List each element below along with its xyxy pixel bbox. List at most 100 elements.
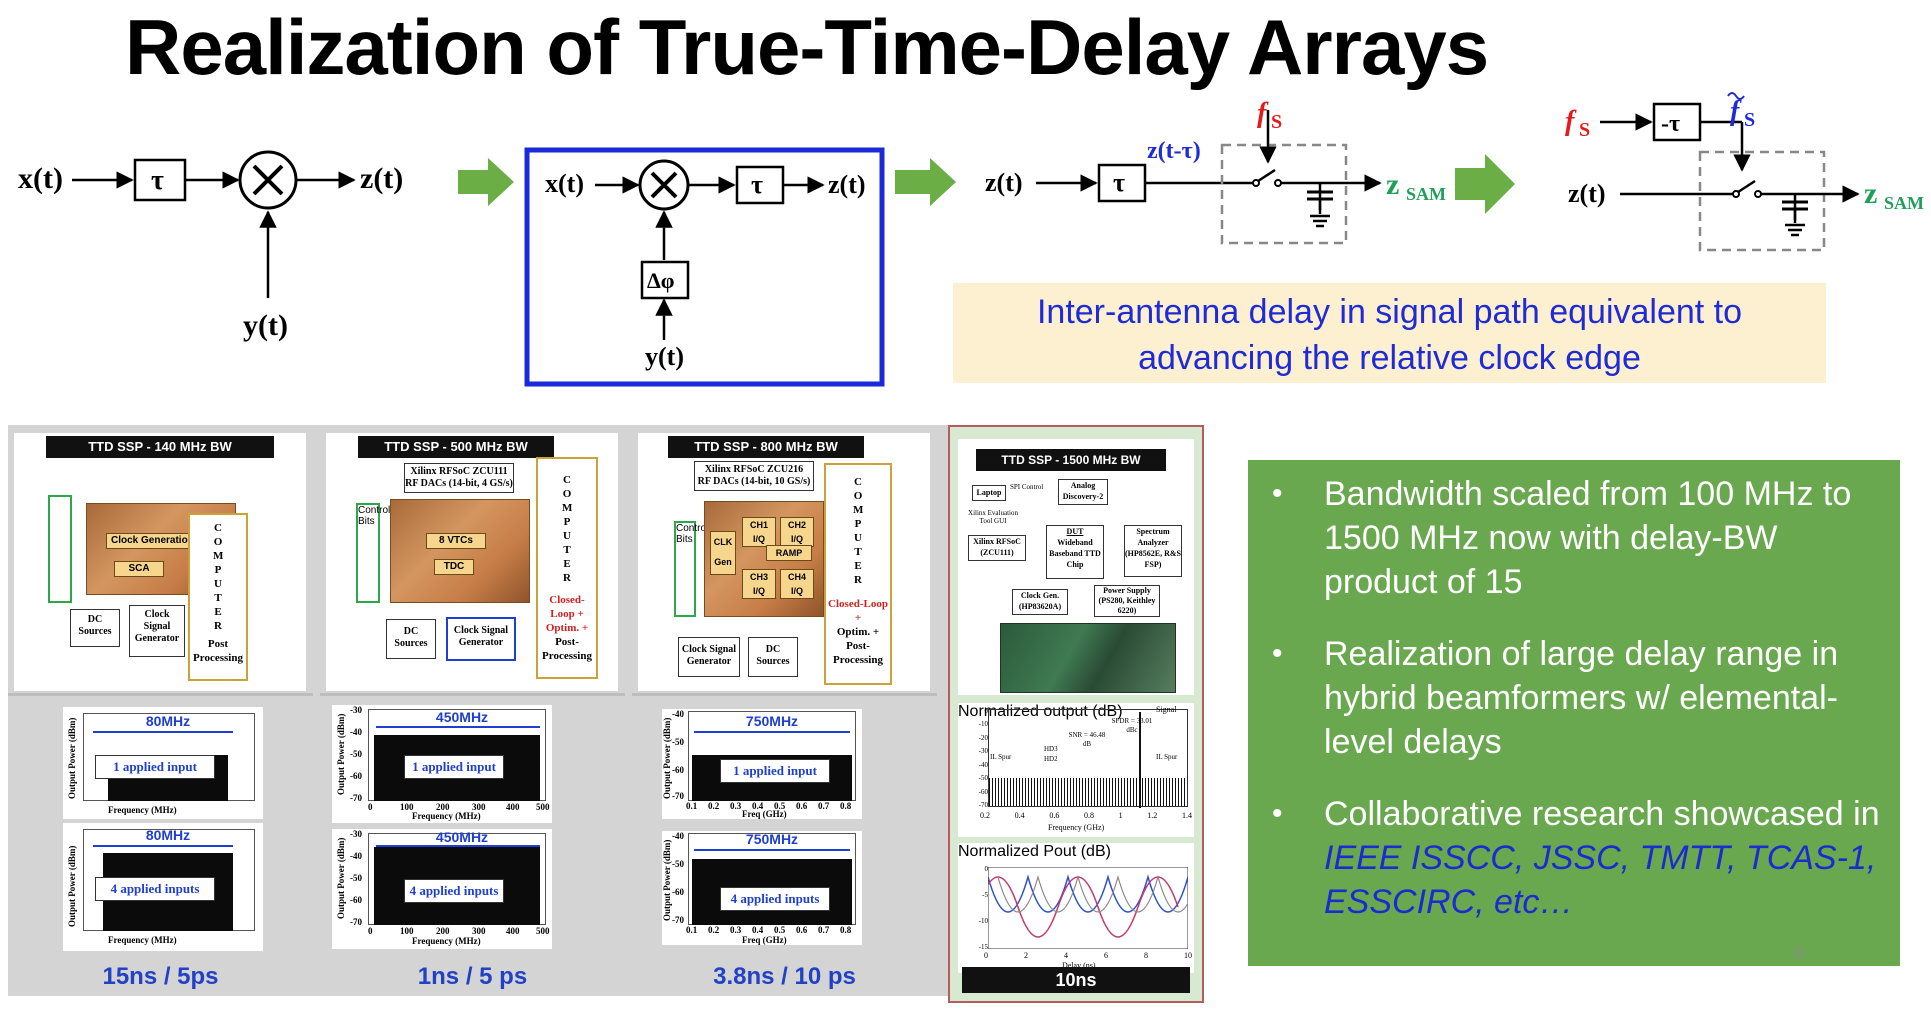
panel4-dut-sub: Wideband Baseband TTD Chip: [1049, 538, 1101, 569]
panel2-plot1-xtick-1: 100: [400, 802, 414, 812]
panel2-plot1-bw: 450MHz: [435, 709, 489, 725]
panel3-plot2-xtick-5: 0.6: [796, 925, 808, 935]
panel2-plot1-xtick-2: 200: [436, 802, 450, 812]
panel2-computer: COMPUTER Closed-Loop + Optim. + Post-Pro…: [536, 457, 598, 679]
panel3-plot2-xtick-3: 0.4: [752, 925, 764, 935]
panel1-caption: 15ns / 5ps: [102, 963, 219, 990]
panel2-fpga-sub: RF DACs (14-bit, 4 GS/s): [405, 478, 513, 489]
block4-clock-sub: S: [1579, 119, 1590, 141]
panel3-plot2-ylabel: Output Power (dBm): [662, 839, 672, 921]
panel4-power: Power Supply (PS280, Keithley 6220): [1094, 585, 1160, 617]
panel3-plot1-ylabel: Output Power (dBm): [662, 717, 672, 799]
panel4-spectrum-ytick-3: -30: [978, 747, 988, 756]
panel4-delay-xtick-1: 2: [1024, 951, 1028, 960]
panel3-plot2-ytick-3: -70: [672, 915, 684, 925]
block2-delay-box: [735, 165, 785, 205]
panel3-computer-red: Closed-Loop +: [828, 598, 888, 624]
panel1-plot1-label: 1 applied input: [95, 755, 215, 779]
block3-input-label: z(t): [985, 168, 1023, 197]
panel2-chip-label: 8 VTCs: [426, 533, 486, 549]
block1-input-label: x(t): [18, 162, 63, 195]
panel4-spectrum-ytick-4: -40: [978, 760, 988, 769]
panel1-setup: TTD SSP - 140 MHz BW Clock Generation Un…: [14, 433, 306, 691]
block4-adv-clock-label: f: [1730, 96, 1742, 127]
block2-phase-box: [640, 260, 690, 300]
panel4-annotation-snr: SNR = 46.48 dB: [1068, 731, 1106, 748]
panel4-spectrum-yticks: 0 -10 -20 -30 -40 -50 -60 -70: [972, 707, 988, 809]
bullet-bandwidth: Bandwidth scaled from 100 MHz to 1500 MH…: [1268, 472, 1886, 604]
panel4-delay-ytick-3: -15: [978, 943, 988, 951]
panel3-plot2-ytick-0: -40: [672, 831, 684, 841]
block4-sampler-frame: [1698, 150, 1826, 252]
block4-advance-label: -τ: [1661, 111, 1680, 137]
callout-line-2: advancing the relative clock edge: [1138, 339, 1641, 377]
bullet-publications-venues: IEEE ISSCC, JSSC, TMTT, TCAS-1, ESSCIRC,…: [1324, 839, 1877, 921]
panel3-fpga-sub: RF DACs (14-bit, 10 GS/s): [697, 476, 811, 487]
panel4-annotation-hd3: HD3: [1044, 745, 1058, 753]
panel4-spi: SPI Control: [1010, 483, 1044, 491]
panel3-block-ramp: RAMP: [766, 545, 812, 561]
panel4-annotation-il-spur-2: IL Spur: [1156, 753, 1178, 761]
panel2-plot1-label: 1 applied input: [404, 755, 504, 779]
block-2-mix-then-delay: x(t) τ z(t) Δφ y(t): [524, 147, 885, 387]
panel2-header: TTD SSP - 500 MHz BW: [358, 436, 554, 458]
panel3-plot1-xtick-7: 0.8: [840, 801, 852, 811]
block-3-delay-then-sample: z(t) τ z(t-τ) f S z SAM: [985, 98, 1446, 245]
block4-advance-box: [1652, 102, 1702, 142]
panel2-plot1-xtick-4: 400: [506, 802, 520, 812]
panel3-block-ch1: CH1 I/Q: [742, 517, 776, 547]
bullet-publications-text: Collaborative research showcased in: [1324, 795, 1880, 833]
panel2-plot2-xtick-4: 400: [506, 926, 520, 936]
panel4-header: TTD SSP - 1500 MHz BW: [976, 449, 1166, 471]
panel2-plot2-xtick-5: 500: [536, 926, 550, 936]
panel4-spectrum-xtick-2: 0.6: [1049, 811, 1060, 820]
panel2-plot2-xtick-3: 300: [472, 926, 486, 936]
panel4-laptop: Laptop: [972, 485, 1006, 501]
panel3-plot2-xlabel: Freq (GHz): [742, 935, 787, 945]
signal-flow-diagram: x(t) τ z(t) y(t) x(t) τ z(t) Δφ y(t) z(t…: [18, 92, 1924, 387]
panel2-plot1-xtick-5: 500: [536, 802, 550, 812]
panel3-plot1-xtick-6: 0.7: [818, 801, 830, 811]
panel4-spectrum-xtick-1: 0.4: [1014, 811, 1025, 820]
block3-delayed-label: z(t-τ): [1147, 138, 1201, 164]
block3-sampler-frame: [1220, 143, 1348, 245]
panel3-plot1-ytick-0: -40: [672, 709, 684, 719]
panel4-delay-xtick-4: 8: [1144, 951, 1148, 960]
panel3-block-ch3: CH3 I/Q: [742, 569, 776, 599]
green-arrow-1: [458, 158, 514, 206]
panel1-plot2-xlabel: Frequency (MHz): [108, 935, 177, 945]
panel2-clock-gen: Clock Signal Generator: [446, 617, 516, 661]
panel2-chip-sub-label: TDC: [434, 559, 474, 575]
panel4-annotation-hd2: HD2: [1044, 755, 1058, 763]
panel4-delay-xlabel: Delay (ns): [1062, 961, 1096, 970]
panel-1500mhz: TTD SSP - 1500 MHz BW Laptop SPI Control…: [948, 425, 1204, 1003]
panel1-plot1-bw: 80MHz: [145, 713, 191, 729]
panel3-plot-1-input: 750MHz 1 applied input Freq (GHz) Output…: [662, 709, 862, 819]
panel3-plot1-ytick-2: -60: [672, 765, 684, 775]
block1-delay-label: τ: [151, 165, 164, 196]
block-1-delay-then-mix: x(t) τ z(t) y(t): [18, 150, 403, 342]
green-arrow-3: [1455, 154, 1515, 214]
panel1-plot1-xlabel: Frequency (MHz): [108, 805, 177, 815]
panel4-delay-xtick-5: 10: [1184, 951, 1192, 960]
panel3-plot1-xtick-0: 0.1: [686, 801, 698, 811]
panel3-plot2-ytick-2: -60: [672, 887, 684, 897]
panel4-spectrum-ytick-2: -20: [978, 733, 988, 742]
panel1-clock-gen: Clock Signal Generator: [129, 605, 185, 657]
panel2-plot2-xtick-2: 200: [436, 926, 450, 936]
panel4-annotation-sfdr: SFDR = 33.01 dBc: [1111, 717, 1153, 734]
block2-mixer-input-label: y(t): [645, 342, 684, 371]
block1-mixer-input-label: y(t): [243, 309, 288, 342]
panel3-setup: TTD SSP - 800 MHz BW Xilinx RFSoC ZCU216…: [638, 433, 930, 691]
panel4-rfsoc: Xilinx RFSoC (ZCU111): [968, 535, 1026, 561]
panel3-control-bar: Control Bits: [674, 521, 708, 617]
panel4-delay-curves: [988, 867, 1188, 949]
panel3-computer-label: COMPUTER: [853, 476, 864, 586]
panel1-plot2-ylabel: Output Power (dBm): [67, 845, 77, 927]
bullet-publications: Collaborative research showcased in IEEE…: [1268, 792, 1886, 924]
panel2-plot1-ytick-4: -70: [350, 793, 362, 803]
block-4-advanced-clock: f S -τ f S z(t) z SAM: [1565, 92, 1924, 252]
panel1-computer: COMPUTER Post Processing: [188, 513, 248, 681]
panel4-delay-ylabel: Normalized Pout (dB): [958, 843, 1111, 860]
block3-output-sub: SAM: [1406, 184, 1446, 204]
